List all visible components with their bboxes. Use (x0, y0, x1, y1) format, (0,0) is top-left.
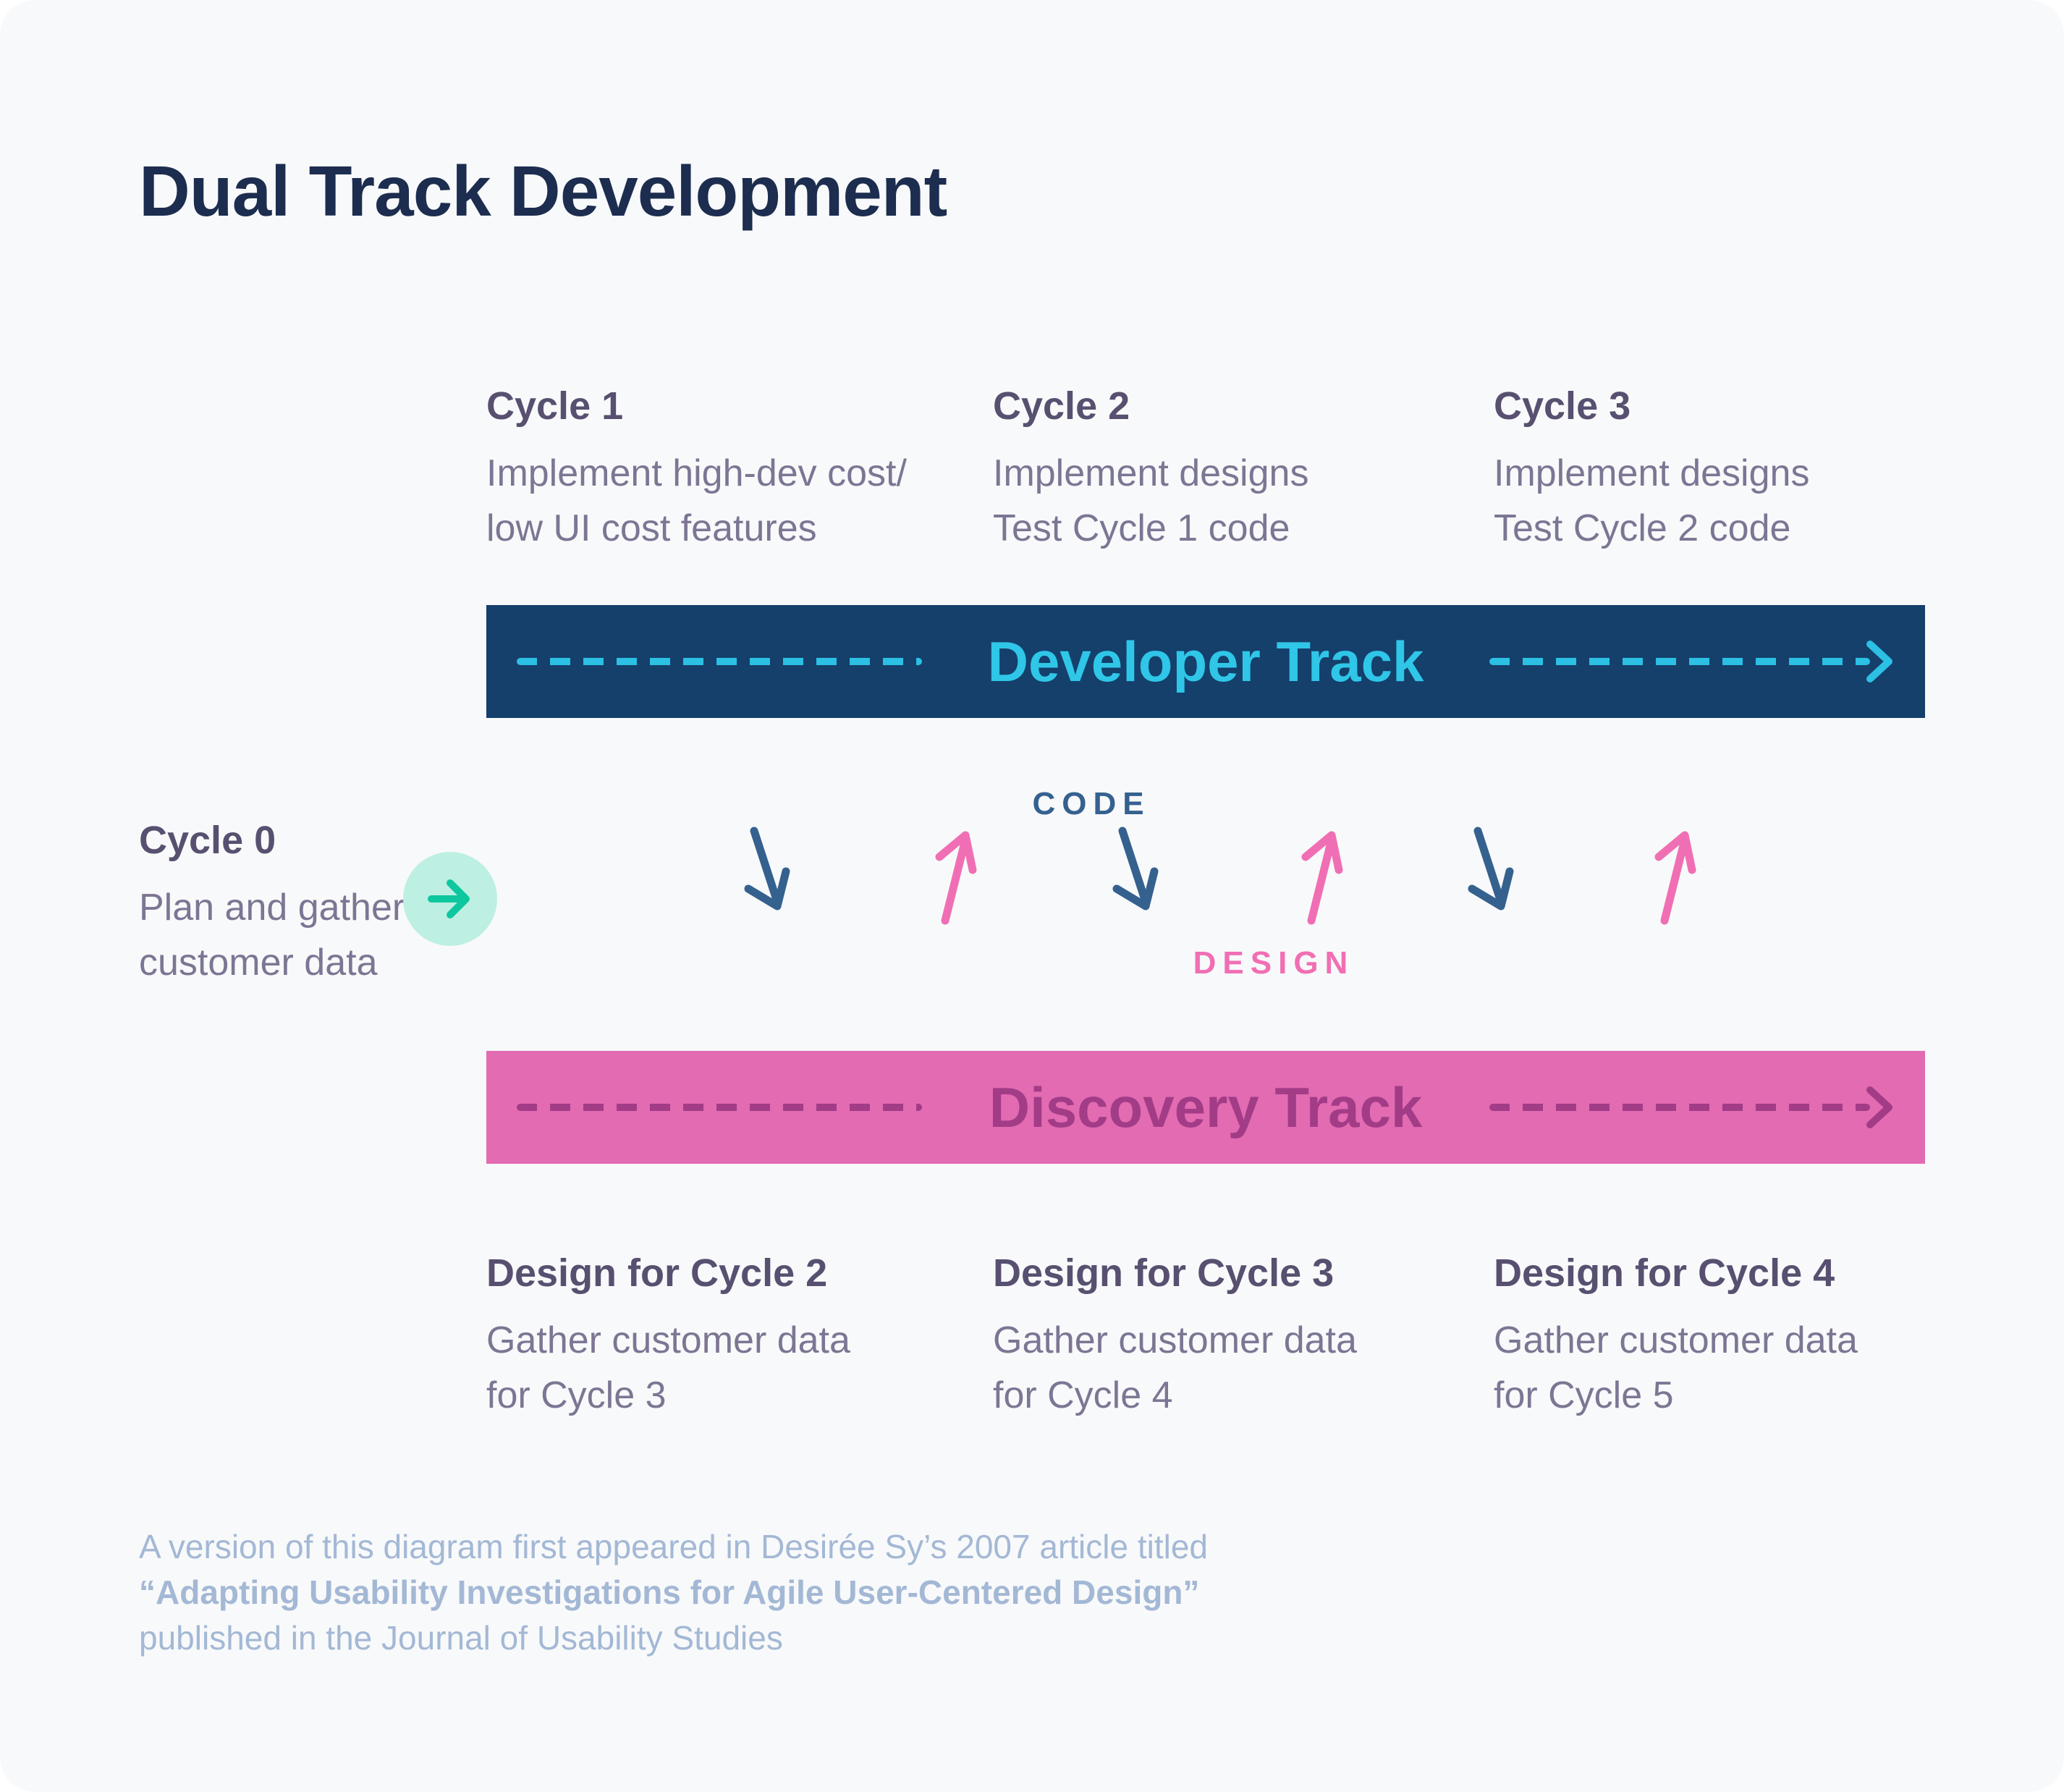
developer-dash-arrow (1489, 638, 1895, 685)
top-cycle-3-line-1: Implement designs (1494, 452, 1810, 494)
cycle0-heading: Cycle 0 (139, 819, 276, 862)
bottom-cycle-1-heading: Design for Cycle 2 (486, 1251, 828, 1295)
design-up-arrow-icon (1301, 831, 1343, 925)
cycle0-line-1: Plan and gather (139, 887, 405, 929)
attribution-footer: A version of this diagram first appeared… (139, 1524, 1208, 1661)
top-cycle-3-heading: Cycle 3 (1494, 384, 1631, 428)
design-up-arrow-icon (1654, 831, 1696, 925)
developer-arrowhead-icon (1866, 641, 1892, 682)
bottom-cycle-1: Design for Cycle 2 Gather customer data … (486, 1249, 964, 1423)
developer-track-bar: Developer Track (486, 605, 1925, 718)
top-cycle-2: Cycle 2 Implement designs Test Cycle 1 c… (993, 382, 1471, 556)
attribution-line-2: “Adapting Usability Investigations for A… (139, 1573, 1200, 1611)
top-cycle-2-line-2: Test Cycle 1 code (993, 507, 1290, 549)
developer-dash-left (517, 658, 922, 665)
developer-track-label: Developer Track (987, 629, 1424, 693)
discovery-dash-arrow (1489, 1084, 1895, 1130)
discovery-track-label: Discovery Track (989, 1075, 1423, 1139)
code-down-arrow-icon (1112, 827, 1159, 910)
discovery-arrowhead-icon (1866, 1086, 1892, 1128)
top-cycle-2-heading: Cycle 2 (993, 384, 1130, 428)
bottom-cycle-1-line-1: Gather customer data (486, 1319, 850, 1361)
code-down-arrow-icon (1468, 827, 1514, 910)
attribution-line-3: published in the Journal of Usability St… (139, 1619, 783, 1657)
top-cycle-1: Cycle 1 Implement high-dev cost/ low UI … (486, 382, 964, 556)
discovery-dash-left (517, 1104, 922, 1111)
top-cycle-3: Cycle 3 Implement designs Test Cycle 2 c… (1494, 382, 1971, 556)
design-label: DESIGN (1193, 945, 1355, 981)
top-cycle-1-line-2: low UI cost features (486, 507, 817, 549)
bottom-cycle-2-heading: Design for Cycle 3 (993, 1251, 1335, 1295)
bottom-cycle-2: Design for Cycle 3 Gather customer data … (993, 1249, 1471, 1423)
bottom-cycle-3: Design for Cycle 4 Gather customer data … (1494, 1249, 1971, 1423)
design-up-arrow-icon (935, 831, 977, 925)
cycle0-block: Cycle 0 Plan and gather customer data (139, 816, 443, 990)
bottom-cycle-3-line-1: Gather customer data (1494, 1319, 1858, 1361)
right-arrow-icon (428, 879, 470, 918)
page-title: Dual Track Development (139, 151, 947, 231)
bottom-cycle-3-heading: Design for Cycle 4 (1494, 1251, 1835, 1295)
cycle0-line-2: customer data (139, 942, 378, 984)
bottom-cycle-1-line-2: for Cycle 3 (486, 1374, 667, 1416)
bottom-cycle-2-line-2: for Cycle 4 (993, 1374, 1173, 1416)
top-cycle-1-heading: Cycle 1 (486, 384, 624, 428)
code-down-arrow-icon (744, 827, 790, 910)
top-cycle-2-line-1: Implement designs (993, 452, 1309, 494)
top-cycle-1-line-1: Implement high-dev cost/ (486, 452, 907, 494)
top-cycle-3-line-2: Test Cycle 2 code (1494, 507, 1791, 549)
cycle0-start-badge (403, 852, 497, 946)
attribution-line-1: A version of this diagram first appeared… (139, 1528, 1209, 1565)
bottom-cycle-2-line-1: Gather customer data (993, 1319, 1357, 1361)
discovery-track-bar: Discovery Track (486, 1051, 1925, 1164)
code-label: CODE (1032, 786, 1151, 821)
bottom-cycle-3-line-2: for Cycle 5 (1494, 1374, 1674, 1416)
